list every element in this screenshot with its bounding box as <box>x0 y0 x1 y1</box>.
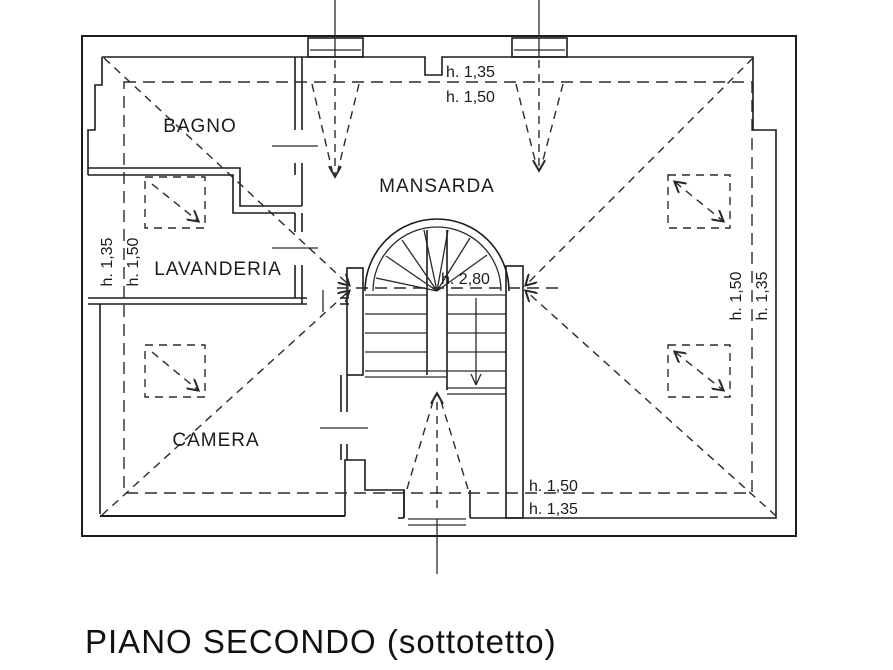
stair-treads-left <box>365 294 447 378</box>
stair-direction-arrow <box>470 298 482 386</box>
room-label-bagno: BAGNO <box>163 116 237 137</box>
height-label-bottom-150: h. 1,50 <box>529 478 578 495</box>
skylight-symbol-lavanderia <box>144 176 206 229</box>
room-label-camera: CAMERA <box>172 430 259 451</box>
height-label-top-150: h. 1,50 <box>446 89 495 106</box>
stair-treads-right <box>447 294 506 395</box>
staircase <box>346 218 524 519</box>
height-label-left-150: h. 1,50 <box>125 237 142 286</box>
height-boundary-line <box>123 81 753 494</box>
outer-wall <box>81 35 797 537</box>
roof-slope-diagonals <box>101 57 777 517</box>
room-label-mansarda: MANSARDA <box>379 176 495 197</box>
height-label-stairs-280: h. 2,80 <box>441 271 490 288</box>
plan-title: PIANO SECONDO (sottotetto) <box>85 623 557 660</box>
room-label-lavanderia: LAVANDERIA <box>154 259 282 280</box>
height-label-right-135: h. 1,35 <box>754 271 771 320</box>
skylight-symbol-top-right <box>667 174 731 229</box>
height-label-right-150: h. 1,50 <box>728 271 745 320</box>
interior-walls <box>88 57 405 518</box>
skylight-symbol-camera <box>144 344 206 398</box>
dormer-window-top-left <box>307 0 364 176</box>
room-labels: BAGNO LAVANDERIA CAMERA MANSARDA <box>154 116 495 451</box>
height-label-bottom-135: h. 1,35 <box>529 501 578 518</box>
height-label-left-135: h. 1,35 <box>99 237 116 286</box>
skylight-symbol-bottom-right <box>667 344 731 398</box>
height-label-top-135: h. 1,35 <box>446 64 495 81</box>
height-labels: h. 1,35 h. 1,50 h. 2,80 h. 1,50 h. 1,35 … <box>99 64 771 518</box>
dormer-window-top-right <box>511 0 568 170</box>
dormer-window-bottom <box>403 394 471 574</box>
